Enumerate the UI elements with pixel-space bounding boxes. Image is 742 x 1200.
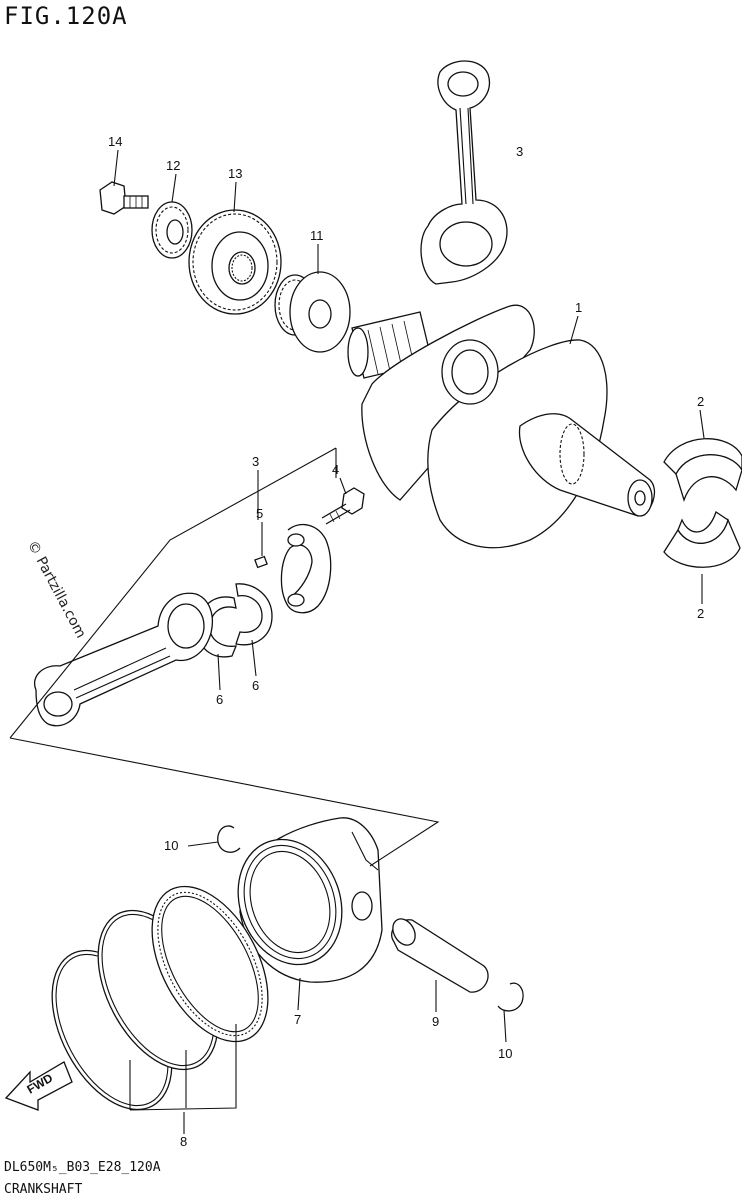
- callout-2-top: 2: [697, 394, 704, 409]
- callout-9: 9: [432, 1014, 439, 1029]
- part-piston-ring-set[interactable]: [27, 867, 291, 1129]
- part-piston-pin[interactable]: [388, 915, 489, 993]
- callout-13: 13: [228, 166, 242, 181]
- callout-10-top: 10: [164, 838, 178, 853]
- part-piston[interactable]: [221, 817, 383, 983]
- part-crank-bearing-top[interactable]: [663, 438, 742, 503]
- callout-11: 11: [310, 228, 324, 243]
- part-circlip-bottom[interactable]: [497, 982, 524, 1012]
- part-primary-gear[interactable]: [188, 209, 282, 315]
- part-crank-bearing-bottom[interactable]: [663, 510, 741, 568]
- callout-3-mid: 3: [252, 454, 259, 469]
- callout-8: 8: [180, 1134, 187, 1149]
- part-crankshaft[interactable]: [347, 304, 655, 549]
- part-small-gear[interactable]: [151, 201, 193, 259]
- callout-4: 4: [332, 462, 339, 477]
- figure-caption: CRANKSHAFT: [4, 1182, 83, 1197]
- leader-lines: [113, 149, 705, 1134]
- callout-12: 12: [166, 158, 180, 173]
- callout-labels: 14 12 13 11 3 1 2 2 3 4 5 6 6 10 7 9 10 …: [108, 134, 704, 1149]
- callout-7: 7: [294, 1012, 301, 1027]
- figure-title: FIG.120A: [4, 2, 128, 30]
- part-conrod-bearing-right[interactable]: [235, 583, 273, 646]
- part-conrod-top[interactable]: [420, 60, 508, 285]
- callout-5: 5: [256, 506, 263, 521]
- part-conrod-cap[interactable]: [280, 523, 332, 614]
- part-conrod-mid[interactable]: [34, 592, 214, 727]
- callout-2-bottom: 2: [697, 606, 704, 621]
- assembly-lines: [9, 447, 440, 1111]
- callout-6-left: 6: [216, 692, 223, 707]
- callout-14: 14: [108, 134, 122, 149]
- callout-6-right: 6: [252, 678, 259, 693]
- reference-code: DL650M₅_B03_E28_120A: [4, 1160, 161, 1175]
- part-washer-gear[interactable]: [274, 271, 351, 353]
- part-gear-bolt[interactable]: [99, 181, 149, 215]
- part-conrod-nut[interactable]: [254, 555, 268, 569]
- callout-3-top: 3: [516, 144, 523, 159]
- callout-1: 1: [575, 300, 582, 315]
- callout-10-bottom: 10: [498, 1046, 512, 1061]
- fwd-arrow-icon: FWD: [4, 1061, 73, 1111]
- part-circlip-top[interactable]: [217, 825, 241, 853]
- part-conrod-bolt[interactable]: [321, 487, 365, 525]
